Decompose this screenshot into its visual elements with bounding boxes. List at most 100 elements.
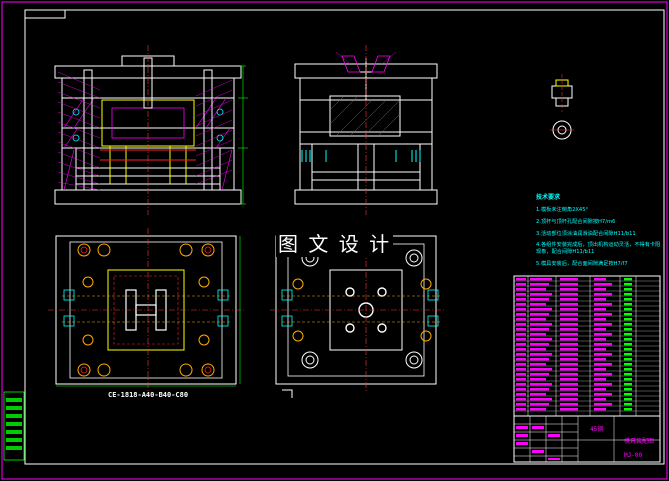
table-cell-text [530, 298, 549, 301]
note-item: 1.模板未注倒角2X45° [536, 207, 589, 213]
plan-view-fixed-half [48, 228, 244, 392]
table-cell-text [530, 283, 549, 286]
table-cell-text [594, 323, 612, 326]
table-cell-text [530, 333, 546, 336]
table-cell-text [594, 373, 612, 376]
table-cell-qty [624, 383, 632, 386]
table-cell-text [594, 283, 612, 286]
table-cell-text [530, 358, 549, 361]
table-cell-text [516, 388, 526, 391]
table-cell-text [560, 283, 578, 286]
table-cell-text [594, 328, 606, 331]
table-cell-qty [624, 293, 632, 296]
table-cell-text [516, 288, 526, 291]
table-cell-text [516, 353, 526, 356]
table-cell-text [594, 393, 612, 396]
table-cell-qty [624, 338, 632, 341]
table-cell-text [560, 388, 578, 391]
table-cell-text [530, 328, 549, 331]
table-cell-qty [624, 358, 632, 361]
table-cell-text [594, 288, 606, 291]
table-cell-qty [624, 308, 632, 311]
table-cell-text [516, 343, 526, 346]
table-cell-text [594, 368, 606, 371]
table-cell-text [560, 358, 578, 361]
drawing-title: 模具装配图 [624, 438, 655, 445]
table-cell-text [560, 363, 578, 366]
table-cell-text [560, 328, 578, 331]
table-cell-text [530, 353, 552, 356]
table-cell-text [560, 403, 578, 406]
table-cell-text [560, 373, 578, 376]
table-cell-text [594, 378, 606, 381]
table-cell-qty [624, 343, 632, 346]
table-cell-text [594, 338, 606, 341]
table-cell-text [516, 403, 526, 406]
part-detail-view [550, 74, 574, 140]
table-cell-text [594, 353, 612, 356]
table-cell-text [560, 318, 578, 321]
table-cell-text [594, 313, 612, 316]
table-cell-text [530, 378, 546, 381]
table-cell-text [530, 343, 549, 346]
table-cell-qty [624, 378, 632, 381]
table-cell-qty [624, 313, 632, 316]
table-cell-text [530, 288, 546, 291]
table-cell-text [560, 278, 578, 281]
table-cell-text [594, 358, 606, 361]
table-cell-text [594, 318, 606, 321]
table-cell-qty [624, 298, 632, 301]
table-cell-text [530, 308, 552, 311]
table-cell-text [560, 308, 578, 311]
table-cell-text [530, 278, 552, 281]
table-cell-text [560, 303, 578, 306]
table-cell-text [560, 333, 578, 336]
table-cell-qty [624, 388, 632, 391]
table-cell-qty [624, 318, 632, 321]
table-cell-qty [624, 403, 632, 406]
table-cell-text [594, 348, 606, 351]
table-cell-text [560, 398, 578, 401]
side-section-view [294, 45, 438, 215]
table-cell-text [516, 393, 526, 396]
table-cell-text [530, 383, 552, 386]
table-cell-text [594, 278, 606, 281]
table-cell-text [560, 343, 578, 346]
table-cell-text [516, 408, 526, 411]
table-cell-qty [624, 333, 632, 336]
table-cell-text [516, 293, 526, 296]
table-cell-text [560, 383, 578, 386]
table-cell-text [516, 323, 526, 326]
table-cell-text [516, 333, 526, 336]
table-cell-text [530, 363, 546, 366]
table-cell-text [560, 323, 578, 326]
table-cell-text [594, 293, 612, 296]
table-cell-qty [624, 393, 632, 396]
table-cell-text [594, 298, 606, 301]
table-cell-text [594, 333, 612, 336]
table-cell-qty [624, 363, 632, 366]
table-cell-text [530, 323, 552, 326]
table-cell-text [594, 383, 612, 386]
table-cell-text [530, 368, 552, 371]
table-cell-text [530, 388, 549, 391]
watermark-text: 图 文 设 计 [276, 228, 394, 257]
plan-view-caption: CE-1818-A40-B40-C80 [108, 391, 189, 399]
table-cell-text [594, 388, 606, 391]
inner-frame [24, 9, 665, 465]
table-cell-text [516, 303, 526, 306]
table-cell-text [560, 338, 578, 341]
table-cell-text [530, 303, 546, 306]
table-cell-text [594, 408, 606, 411]
table-cell-text [516, 358, 526, 361]
top-left-tab [24, 9, 66, 19]
table-cell-text [516, 378, 526, 381]
note-item: 3.活动部位须涂油润滑油配合间隙H11/b11 [536, 231, 636, 237]
table-cell-text [560, 378, 578, 381]
table-cell-text [560, 393, 578, 396]
table-cell-text [594, 398, 606, 401]
table-cell-qty [624, 278, 632, 281]
table-cell-text [530, 408, 546, 411]
table-cell-text [516, 328, 526, 331]
